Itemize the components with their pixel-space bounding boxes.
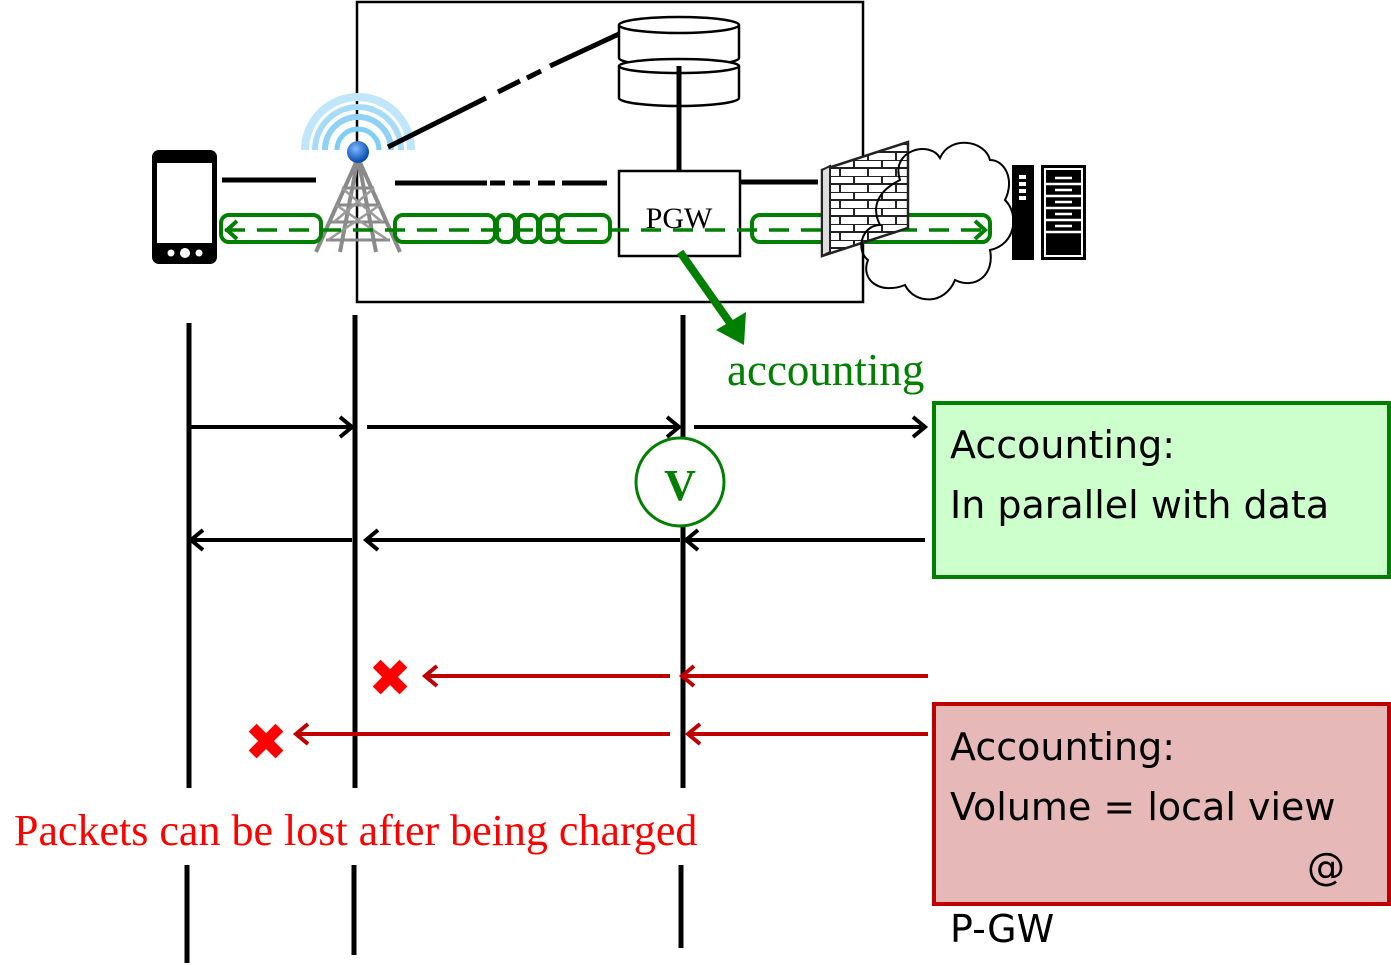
server-icon [1012,165,1086,260]
cell-tower-icon [301,93,415,253]
accounting-arrow [676,249,746,345]
downlink-arrows [187,528,925,552]
note-bad-line2: Volume = local view [950,785,1335,829]
lost-packet-x-marks: ✖ ✖ [244,649,412,773]
lost-packet-arrows [292,664,928,746]
note-good-line1: Accounting: [950,423,1175,467]
cloud-icon [860,141,1015,301]
uplink-arrows [190,415,929,439]
verify-symbol: V [664,461,696,510]
accounting-label: accounting [727,345,924,395]
verify-circle: V [634,436,726,528]
note-bad-line1: Accounting: [950,725,1175,769]
note-bad-overflow: P-GW [950,907,1054,951]
lifelines [184,315,686,963]
note-parallel-accounting: Accounting: In parallel with data [932,401,1391,579]
note-bad-line3: @ [1307,845,1345,889]
lost-x-icon: ✖ [244,713,288,773]
smartphone-icon [152,150,217,264]
lost-x-icon: ✖ [368,649,412,709]
core-network-box [355,0,865,304]
firewall-icon [820,140,910,258]
pgw-node: PGW [617,169,742,258]
note-good-line2: In parallel with data [950,483,1329,527]
note-local-view-accounting: Accounting: Volume = local view @ [932,702,1391,906]
control-links [222,31,818,186]
loss-caption: Packets can be lost after being charged [14,806,697,855]
